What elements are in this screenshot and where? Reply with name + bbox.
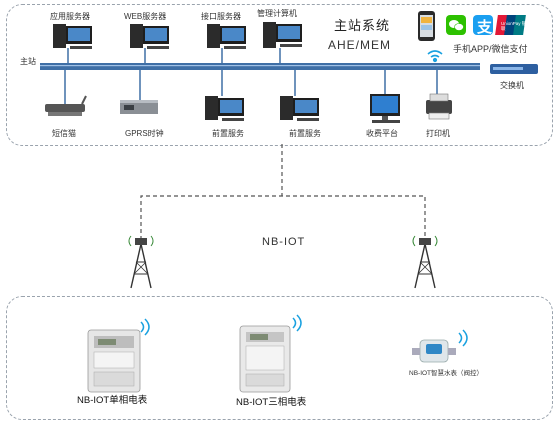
cell-tower-left-icon [128,235,154,289]
switch-icon [490,64,538,74]
printer-label: 打印机 [426,129,450,138]
wifi-single-phase-icon [140,318,150,336]
alipay-icon [473,15,493,35]
front-service-2-label: 前置服务 [289,129,321,138]
billing-platform-label: 收费平台 [366,129,398,138]
bus-label: 主站 [20,57,36,66]
printer-icon [426,93,452,120]
interface-server-label: 接口服务器 [201,12,241,21]
management-computer-label: 管理计算机 [257,9,297,18]
single-phase-meter-label: NB-IOT单相电表 [77,395,148,406]
sms-modem-icon [45,95,87,116]
sms-modem-label: 短信猫 [52,129,76,138]
gprs-clock-label: GPRS时钟 [125,129,164,138]
phone-icon [418,11,435,41]
web-server-label: WEB服务器 [124,12,167,21]
wechat-icon [446,15,466,35]
app-server-label: 应用服务器 [50,12,90,21]
water-meter-label: NB-IOT智慧水表（阀控） [409,370,484,377]
unionpay-icon [495,15,526,35]
station-system-box [6,4,553,146]
front-service-1-label: 前置服务 [212,129,244,138]
wifi-three-phase-icon [292,314,302,332]
station-title: 主站系统 [334,18,391,33]
management-computer-icon [263,22,302,48]
three-phase-meter-icon [239,325,291,393]
gprs-clock-icon [120,100,158,114]
unionpay-text: UnionPay 银联 [501,21,527,31]
front-server-1-icon [205,96,244,121]
network-link [140,195,426,240]
main-bus [40,63,480,70]
smart-water-meter-icon [412,339,456,363]
wifi-water-meter-icon [458,329,468,347]
meters-box [6,296,553,420]
switch-label: 交换机 [500,81,524,90]
payment-label: 手机APP/微信支付 [453,44,528,54]
front-server-2-icon [280,96,319,121]
cell-tower-right-icon [412,235,438,289]
alipay-glyph: 支 [477,19,493,36]
interface-server-icon [207,24,246,49]
station-subtitle: AHE/MEM [328,38,392,52]
app-server-icon [53,24,92,49]
wifi-icon [427,50,443,63]
three-phase-meter-label: NB-IOT三相电表 [236,397,307,408]
web-server-icon [130,24,169,49]
billing-platform-icon [370,94,400,123]
network-label: NB-IOT [262,236,306,248]
single-phase-meter-icon [87,329,141,393]
